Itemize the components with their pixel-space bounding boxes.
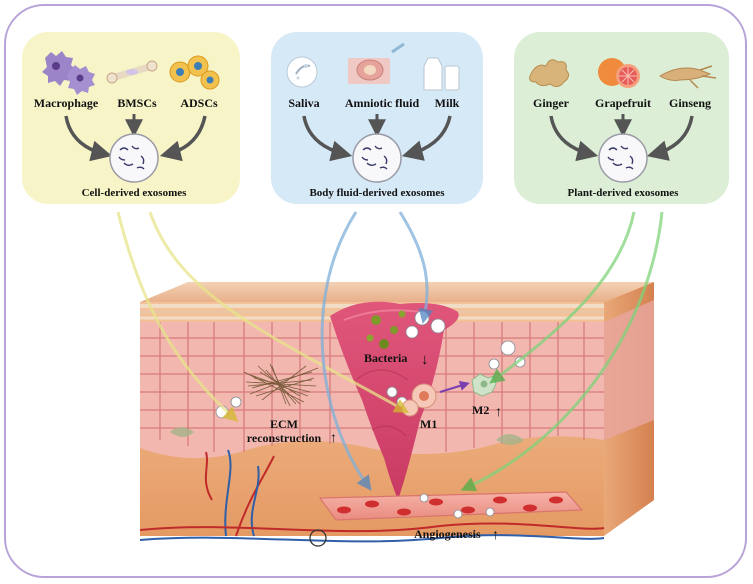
panel-plant-derived: Ginger Grapefruit Ginseng Plant-derived … [514, 32, 729, 204]
exosome-dish-icon [598, 133, 648, 183]
fluid-exosome-arrow-2 [398, 211, 434, 324]
plant-exosome-arrow-2 [460, 211, 664, 492]
flow-arrow [646, 115, 694, 161]
ecm-label: ECM [270, 417, 298, 431]
exosome-dish-icon [352, 133, 402, 183]
flow-arrow [302, 115, 353, 162]
flow-arrow [64, 115, 113, 162]
bacteria-label: Bacteria [364, 351, 407, 365]
panel-cell-derived: Macrophage BMSCs ADSCs Cell-derived exos… [22, 32, 240, 204]
ecm-fibers [243, 363, 319, 407]
source-label: Saliva [288, 96, 319, 110]
m1-label: M1 [420, 417, 437, 431]
cell-exosome-arrow-2 [148, 211, 410, 413]
neuron-icon [309, 529, 327, 547]
blood-vessel [318, 491, 584, 521]
m2-label: M2 [472, 403, 489, 417]
panel-title: Cell-derived exosomes [82, 187, 187, 199]
red-blood-cells [337, 496, 563, 516]
source-label: Macrophage [34, 96, 99, 110]
source-label: Ginger [533, 96, 570, 110]
amniotic-fluid-icon [348, 42, 405, 84]
increase-arrow: ↑ [492, 528, 499, 543]
panel-body-fluid-derived: Saliva Amniotic fluid Milk Body fluid-de… [271, 32, 483, 204]
bmsc-icon [106, 60, 158, 84]
exosome-dish-icon [109, 133, 159, 183]
ginseng-icon [659, 65, 717, 89]
polarization-arrow [439, 380, 470, 393]
skin-block: Bacteria ↓ M1 M2 ↑ ECM reconstruction ↑ … [139, 282, 654, 547]
flow-arrow [549, 115, 599, 162]
flow-arrow [159, 115, 207, 162]
increase-arrow: ↑ [495, 405, 502, 420]
skin-top-surface [140, 282, 654, 302]
adsc-icon [169, 55, 220, 90]
source-label: Amniotic fluid [345, 96, 420, 110]
angiogenesis-label: Angiogenesis [414, 527, 481, 541]
ecm-label: reconstruction [247, 431, 322, 445]
grapefruit-icon [598, 58, 640, 88]
fluid-exosome-arrow-1 [320, 211, 372, 491]
macrophage-icon [42, 51, 95, 95]
source-label: BMSCs [117, 96, 157, 110]
decrease-arrow: ↓ [421, 352, 429, 368]
capillary-network [139, 449, 605, 543]
delivery-arrows [116, 211, 664, 492]
milk-icon [423, 57, 460, 91]
source-label: Ginseng [669, 96, 711, 110]
panel-title: Plant-derived exosomes [568, 187, 680, 199]
source-label: Milk [435, 96, 460, 110]
bacteria-icon [366, 310, 406, 349]
increase-arrow: ↑ [330, 431, 337, 446]
ginger-icon [529, 59, 570, 88]
panel-title: Body fluid-derived exosomes [309, 187, 445, 199]
flow-arrow [401, 115, 452, 161]
cell-exosome-arrow-1 [116, 211, 239, 423]
plant-exosome-arrow-1 [489, 211, 636, 384]
saliva-icon [286, 56, 318, 88]
source-label: ADSCs [180, 96, 218, 110]
source-label: Grapefruit [595, 96, 651, 110]
